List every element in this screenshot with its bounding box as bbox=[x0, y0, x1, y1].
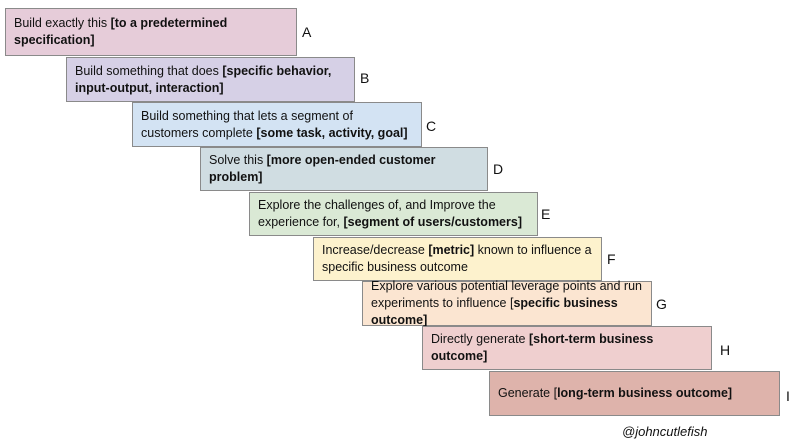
step-d-letter: D bbox=[493, 161, 504, 177]
step-e-bold: [segment of users/customers] bbox=[343, 215, 522, 229]
step-a-box: Build exactly this [to a predetermined s… bbox=[5, 8, 297, 56]
step-h-box: Directly generate [short-term business o… bbox=[422, 326, 712, 370]
step-f-bold: [metric] bbox=[428, 243, 475, 258]
step-c-letter: C bbox=[426, 118, 437, 134]
step-d-text: Solve this bbox=[209, 153, 267, 168]
step-g-bold: specific business outcome] bbox=[371, 296, 618, 327]
step-a-letter: A bbox=[302, 24, 312, 40]
step-e-text: Explore the challenges of, and Improve t… bbox=[258, 198, 496, 229]
step-a-bold: [to a predetermined specification] bbox=[14, 16, 228, 47]
step-i-bold: long-term business outcome] bbox=[557, 386, 733, 401]
step-i-letter: I bbox=[786, 388, 790, 404]
step-g-box: Explore various potential leverage point… bbox=[362, 279, 652, 327]
author-credit: @johncutlefish bbox=[622, 424, 708, 439]
step-h-bold: [short-term business outcome] bbox=[431, 332, 654, 363]
step-i-box: Generate [long-term business outcome] bbox=[489, 371, 780, 416]
step-f-after: known to influence a specific business o… bbox=[322, 243, 592, 274]
step-e-box: Explore the challenges of, and Improve t… bbox=[249, 192, 538, 236]
step-b-letter: B bbox=[360, 70, 370, 86]
step-f-letter: F bbox=[607, 251, 616, 267]
step-f-box: Increase/decrease [metric] known to infl… bbox=[313, 237, 602, 281]
step-e-letter: E bbox=[541, 206, 551, 222]
step-h-text: Directly generate bbox=[431, 332, 529, 347]
step-f-text: Increase/decrease bbox=[322, 243, 429, 258]
step-i-text: Generate [ bbox=[498, 386, 558, 401]
step-d-box: Solve this [more open-ended customer pro… bbox=[200, 147, 488, 191]
step-g-letter: G bbox=[656, 296, 667, 312]
step-b-box: Build something that does [specific beha… bbox=[66, 57, 355, 102]
step-b-text: Build something that does bbox=[75, 63, 223, 78]
step-g-text: Explore various potential leverage point… bbox=[371, 279, 643, 311]
step-c-text: Build something that lets a segment of c… bbox=[141, 108, 353, 140]
step-c-box: Build something that lets a segment of c… bbox=[132, 102, 422, 147]
step-c-bold: [some task, activity, goal] bbox=[256, 125, 408, 140]
step-h-letter: H bbox=[720, 342, 731, 358]
step-a-text: Build exactly this bbox=[14, 16, 111, 31]
step-d-bold: [more open-ended customer problem] bbox=[209, 153, 436, 184]
step-b-bold: [specific behavior, input-output, intera… bbox=[75, 63, 332, 95]
